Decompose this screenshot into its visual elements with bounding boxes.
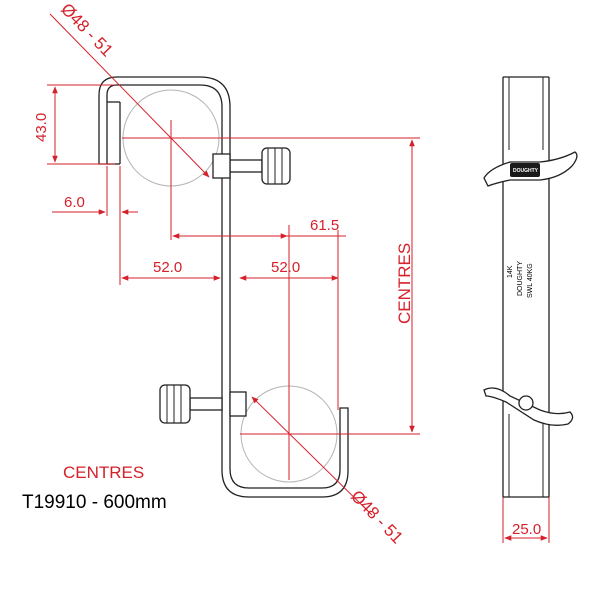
engraving-line-2: DOUGHTY [517, 261, 524, 296]
side-view: DOUGHTY 14K DOUGHTY SWL 40KG [483, 76, 578, 498]
offset-label: 61.5 [310, 217, 339, 234]
wing-nut-top: DOUGHTY [483, 151, 578, 187]
engraving-line-1: 14K [507, 265, 514, 278]
top-knob [212, 147, 291, 185]
diameter-bottom-label: Ø48 - 51 [347, 487, 407, 548]
dimension-lines [47, 13, 550, 543]
engraving-line-3: SWL 40KG [527, 263, 534, 298]
width-label: 25.0 [512, 521, 541, 538]
bottom-knob [159, 384, 247, 424]
centres-vertical-label: CENTRES [395, 243, 414, 324]
centres-caption: CENTRES [63, 463, 144, 482]
left-span-label: 52.0 [153, 259, 182, 276]
height-label: 43.0 [33, 113, 50, 142]
wing-nut-bottom [483, 387, 574, 426]
right-span-label: 52.0 [271, 259, 300, 276]
model-caption: T19910 - 600mm [22, 492, 167, 513]
lip-label: 6.0 [64, 194, 85, 211]
side-tag-label: DOUGHTY [513, 168, 539, 174]
